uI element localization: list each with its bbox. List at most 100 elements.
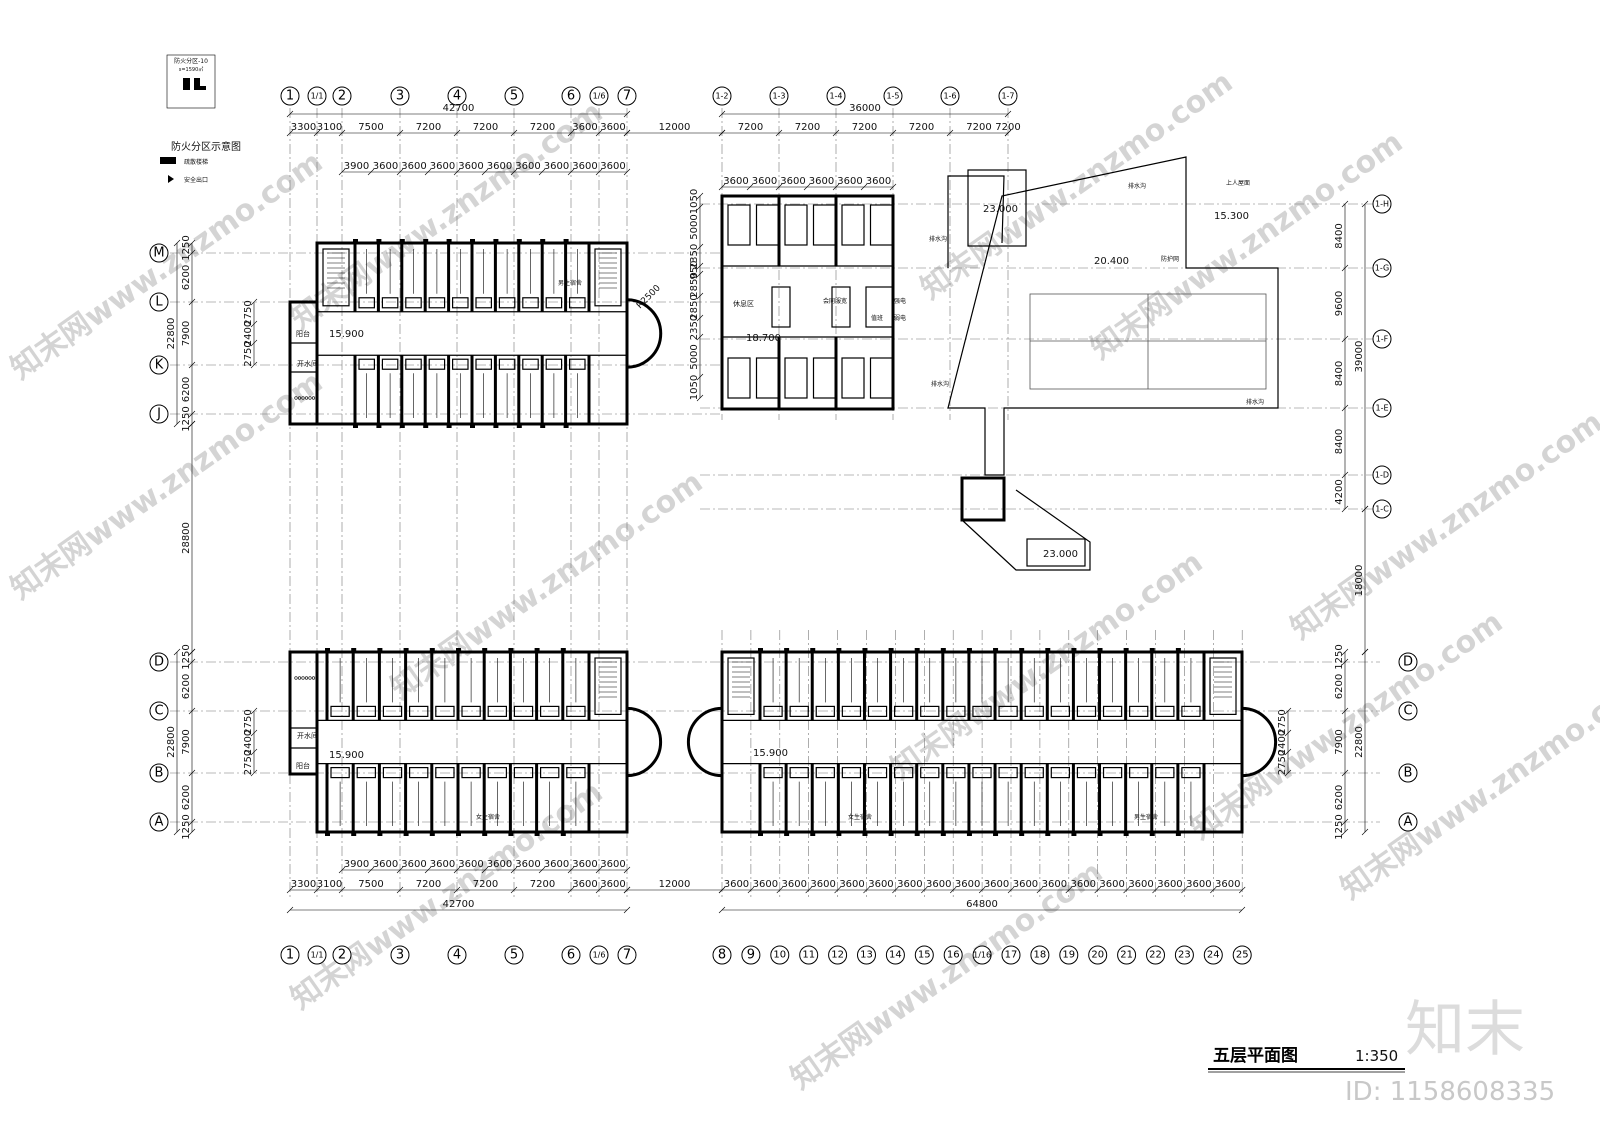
- middle-room-top-2: [784, 204, 808, 246]
- zone-box-label: 防火分区-10: [174, 57, 208, 65]
- block-bottom-right-col-top-4: [862, 648, 868, 653]
- axis-bot-right-7-label: 15: [918, 950, 931, 961]
- block-top-left-col-top-0: [353, 239, 358, 244]
- dim-bot-row1-left-text-5: 7200: [530, 879, 555, 890]
- block-top-left-bath-bot-1: [381, 358, 399, 370]
- dim-inner-bot-tick-0: [250, 707, 258, 715]
- block-top-left-bath-top-8: [545, 297, 563, 309]
- block-top-left-bath-top-1: [381, 297, 399, 309]
- block-bottom-left-bath-top-7: [513, 705, 534, 718]
- rail-label: 防护网: [1161, 255, 1179, 263]
- block-bottom-left-bath-top-6: [487, 705, 508, 718]
- block-bottom-right-col-bot-11: [1045, 831, 1051, 836]
- dim-bot-row1-right-text-2: 3600: [782, 879, 807, 890]
- dim-top-row2-left-text-8: 3600: [572, 161, 597, 172]
- axis-left-top-0-label: M: [153, 246, 164, 261]
- middle-room-bot-2: [784, 357, 808, 399]
- dim-bot-row1-right-text-6: 3600: [897, 879, 922, 890]
- dim-inner-top-tick-0: [250, 298, 258, 306]
- dim-right-bot-tick-0: [1341, 648, 1349, 656]
- watermark-5: 知末网www.znzmo.com: [5, 365, 330, 607]
- dim-top-row1-left-tick-5: [510, 129, 518, 137]
- block-bottom-right-bath-top-13: [1102, 705, 1123, 718]
- dim-top-row2-left-text-7: 3600: [544, 161, 569, 172]
- axis-bot-right-2-label: 10: [773, 950, 786, 961]
- dim-bot-row1-left-tick-1: [313, 886, 321, 894]
- dim-bot-row1-right-tick-13: [1094, 886, 1101, 894]
- block-bottom-right-col-bot-13: [1097, 831, 1103, 836]
- axis-left-bot-2-circle: [149, 763, 169, 783]
- axis-top-left-6-label: 6: [567, 89, 575, 104]
- dim-bot-row2-left-tick-0: [338, 866, 346, 874]
- block-bottom-right-col-bot-16: [1175, 831, 1181, 836]
- dim-right-top-tick-0: [1341, 200, 1349, 208]
- middle-elevator-2: [831, 286, 851, 328]
- dim-bot-row2-left-text-4: 3600: [458, 859, 483, 870]
- exit-icon: [168, 175, 174, 183]
- block-top-left-stair-left: [322, 248, 350, 307]
- axis-bot-right-15-label: 22: [1149, 950, 1162, 961]
- block-bottom-left-col-top-8: [534, 648, 540, 653]
- dim-bot-total-right-tick-1: [1238, 906, 1246, 914]
- dim-inner-top-tick-3: [250, 361, 258, 369]
- room-female-dorm-1: 女生宿舍: [476, 813, 500, 821]
- axis-bot-right-14-circle: [1117, 945, 1137, 965]
- dim-mid-vertical-text-2: 2350: [689, 244, 700, 269]
- axis-bot-right-9-circle: [972, 945, 992, 965]
- axis-top-left-7-label: 1/6: [593, 92, 606, 101]
- block-top-left-bath-top-3: [428, 297, 446, 309]
- dim-top-row1-left-text-5: 7200: [530, 122, 555, 133]
- axis-top-left-6-circle: [561, 86, 581, 106]
- room-lounge: 休息区: [733, 299, 754, 308]
- dim-bot-row1-right-text-14: 3600: [1128, 879, 1153, 890]
- dim-bot-row2-left-tick-8: [567, 866, 575, 874]
- dim-top-row1-left-text-3: 7200: [416, 122, 441, 133]
- axis-left-bot-3-label: A: [155, 815, 164, 830]
- dim-bot-row1-right-tick-0: [718, 886, 726, 894]
- block-bottom-right-col-bot-4: [862, 831, 868, 836]
- dim-left-top-text-4: 1250: [181, 406, 192, 431]
- block-bottom-left-bath-bot-4: [435, 766, 455, 779]
- dim-right-inner-tick-1: [1284, 729, 1292, 737]
- block-top-left-col-top-6: [493, 239, 499, 244]
- dim-right-inner-tick-3: [1284, 769, 1292, 777]
- block-bottom-left-col-top-2: [377, 648, 383, 653]
- axis-top-left-4-label: 4: [453, 89, 461, 104]
- dim-top-gap-text-0: 12000: [659, 122, 691, 133]
- axis-top-left-1-label: 1/1: [311, 92, 324, 101]
- axis-bot-right-2-circle: [770, 945, 790, 965]
- dim-bot-row1-right-text-5: 3600: [868, 879, 893, 890]
- dim-top-row1-right-text-4: 7200: [966, 122, 991, 133]
- block-bottom-right-bath-top-3: [841, 705, 862, 718]
- block-bottom-right-round-right: [1241, 706, 1278, 778]
- axis-top-left-8-circle: [617, 86, 637, 106]
- dim-right-top-text-2: 8400: [1334, 361, 1345, 386]
- toilet-top-5: [311, 396, 316, 400]
- dim-top-row2-left-tick-4: [453, 168, 461, 176]
- roof-outline: [947, 156, 1279, 476]
- axis-bot-right-7-circle: [914, 945, 934, 965]
- stair-canopy: [961, 489, 1091, 571]
- dim-bot-total-right-tick-0: [718, 906, 726, 914]
- axis-right-bot-0-circle: [1398, 652, 1418, 672]
- dim-top-row1-right-tick-6: [1004, 129, 1012, 137]
- elevation-1: 15.900: [329, 329, 364, 340]
- dim-bot-row1-right-text-13: 3600: [1099, 879, 1124, 890]
- dim-mid-block-text-5: 3600: [866, 176, 891, 187]
- axis-top-right-2-label: 1-4: [829, 92, 842, 101]
- dim-bot-row1-right-text-3: 3600: [810, 879, 835, 890]
- block-bottom-right-col-top-3: [836, 648, 842, 653]
- dim-right-top-tick-4: [1341, 471, 1349, 479]
- dim-top-row1-right-tick-0: [718, 129, 726, 137]
- axis-bot-right-17-circle: [1203, 945, 1223, 965]
- middle-room-top-3: [812, 204, 837, 246]
- dim-bot-row1-right-text-12: 3600: [1071, 879, 1096, 890]
- block-bottom-right-col-top-11: [1045, 648, 1051, 653]
- dim-left-top-tick-4: [188, 410, 196, 418]
- block-bottom-right-bath-top-2: [815, 705, 835, 718]
- block-top-left-bath-bot-7: [522, 358, 539, 370]
- axis-top-right-0-label: 1-2: [715, 92, 728, 101]
- axis-bot-right-12-circle: [1059, 945, 1079, 965]
